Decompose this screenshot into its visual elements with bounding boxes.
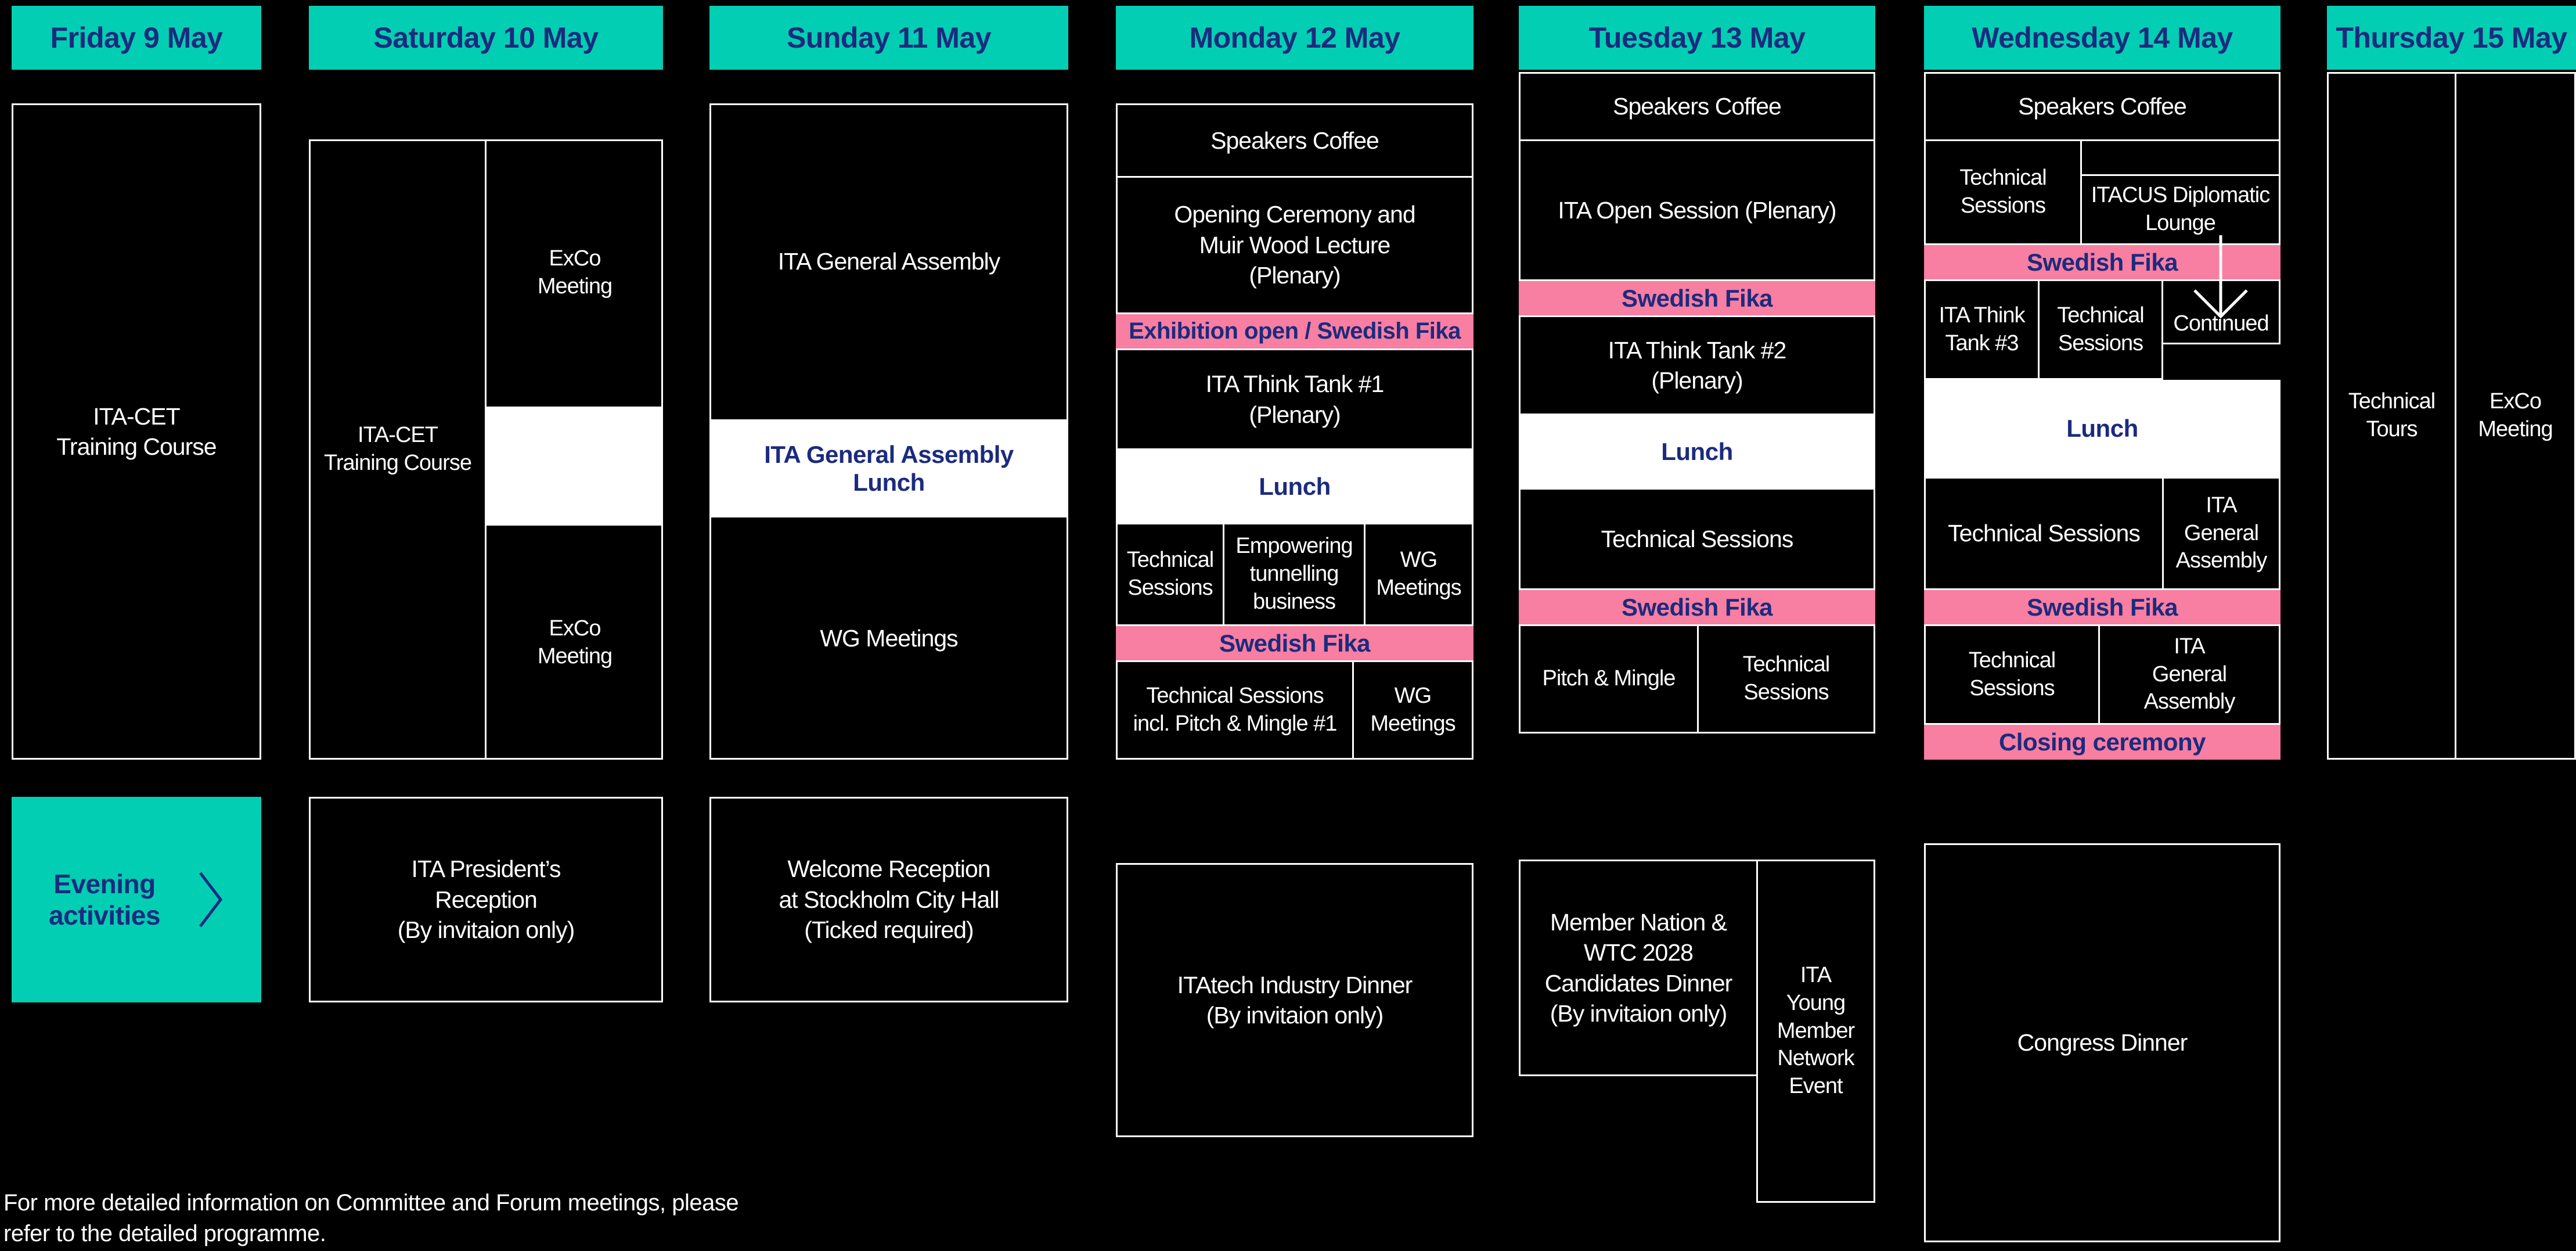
event-wed-general-assembly-1: ITA General Assembly [2162, 477, 2280, 590]
event-wed-general-assembly-2: ITA General Assembly [2098, 624, 2280, 725]
event-tue-young-member-event: ITA Young Member Network Event [1756, 860, 1875, 1203]
event-wed-itacus-lounge: ITACUS Diplomatic Lounge [2080, 174, 2280, 245]
day-header-wednesday: Wednesday 14 May [1924, 6, 2280, 70]
event-wed-technical-sessions-2: Technical Sessions [2038, 279, 2163, 380]
chevron-right-icon [197, 838, 224, 961]
event-mon-lunch: Lunch [1116, 450, 1473, 523]
event-mon-wg-meetings-1: WG Meetings [1364, 523, 1473, 626]
event-fri-ita-cet-training: ITA-CET Training Course [12, 103, 261, 760]
event-tue-technical-sessions-2: Technical Sessions [1697, 624, 1875, 734]
event-tue-candidates-dinner: Member Nation & WTC 2028 Candidates Dinn… [1519, 860, 1758, 1076]
event-mon-opening-ceremony: Opening Ceremony and Muir Wood Lecture (… [1116, 176, 1473, 314]
event-mon-technical-sessions: Technical Sessions [1116, 523, 1224, 626]
sat-white-gap [487, 407, 661, 526]
event-tue-think-tank-2: ITA Think Tank #2 (Plenary) [1519, 315, 1875, 415]
event-tue-technical-sessions: Technical Sessions [1519, 488, 1875, 590]
event-sun-wg-meetings: WG Meetings [820, 625, 958, 652]
event-tue-swedish-fika-am: Swedish Fika [1519, 281, 1875, 315]
event-wed-lunch: Lunch [1924, 380, 2280, 477]
event-wed-speakers-coffee: Speakers Coffee [1924, 72, 2280, 141]
event-wed-technical-sessions-3: Technical Sessions [1924, 477, 2164, 590]
day-header-friday: Friday 9 May [12, 6, 261, 70]
event-mon-speakers-coffee: Speakers Coffee [1116, 103, 1473, 178]
day-header-saturday: Saturday 10 May [309, 6, 663, 70]
event-mon-wg-meetings-2: WG Meetings [1352, 660, 1473, 760]
event-mon-tech-pitch-mingle: Technical Sessions incl. Pitch & Mingle … [1116, 660, 1354, 760]
event-sat-exco-meeting-pm: ExCo Meeting [537, 616, 613, 668]
event-mon-exhibition-fika: Exhibition open / Swedish Fika [1116, 314, 1473, 348]
event-tue-speakers-coffee: Speakers Coffee [1519, 72, 1875, 141]
event-sun-general-assembly: ITA General Assembly [777, 247, 1001, 275]
event-sat-exco-meeting-am: ExCo Meeting [537, 246, 613, 299]
continued-arrow-icon [2189, 235, 2253, 322]
event-wed-closing-ceremony: Closing ceremony [1924, 725, 2280, 760]
evening-activities-label: Evening activities [49, 869, 160, 930]
event-tue-lunch: Lunch [1519, 415, 1875, 488]
event-sun-welcome-reception: Welcome Reception at Stockholm City Hall… [709, 797, 1068, 1002]
event-tue-swedish-fika-pm: Swedish Fika [1519, 590, 1875, 624]
event-wed-congress-dinner: Congress Dinner [1924, 843, 2280, 1242]
event-sun-ga-lunch: ITA General Assembly Lunch [709, 419, 1068, 517]
event-wed-technical-sessions-1: Technical Sessions [1924, 139, 2082, 245]
day-header-thursday: Thursday 15 May [2327, 6, 2576, 70]
event-mon-swedish-fika: Swedish Fika [1116, 626, 1473, 660]
event-mon-itatech-dinner: ITAtech Industry Dinner (By invitaion on… [1116, 863, 1473, 1137]
event-tue-pitch-mingle: Pitch & Mingle [1519, 624, 1699, 734]
event-wed-swedish-fika-pm: Swedish Fika [1924, 590, 2280, 624]
event-mon-empowering-business: Empowering tunnelling business [1223, 523, 1366, 626]
event-thu-technical-tours: Technical Tours [2327, 72, 2456, 760]
event-wed-technical-sessions-4: Technical Sessions [1924, 624, 2100, 725]
day-header-sunday: Sunday 11 May [709, 6, 1068, 70]
day-header-tuesday: Tuesday 13 May [1519, 6, 1875, 70]
event-mon-think-tank-1: ITA Think Tank #1 (Plenary) [1116, 348, 1473, 450]
evening-activities-button[interactable]: Evening activities [12, 797, 261, 1002]
event-sat-presidents-reception: ITA President’s Reception (By invitaion … [309, 797, 663, 1002]
event-thu-exco-meeting: ExCo Meeting [2455, 72, 2576, 760]
event-sat-ita-cet-training: ITA-CET Training Course [324, 423, 472, 475]
footnote: For more detailed information on Committ… [3, 1190, 739, 1246]
event-tue-open-session: ITA Open Session (Plenary) [1519, 139, 1875, 281]
sat-column-divider [485, 139, 487, 760]
event-wed-think-tank-3: ITA Think Tank #3 [1924, 279, 2040, 380]
day-header-monday: Monday 12 May [1116, 6, 1473, 70]
